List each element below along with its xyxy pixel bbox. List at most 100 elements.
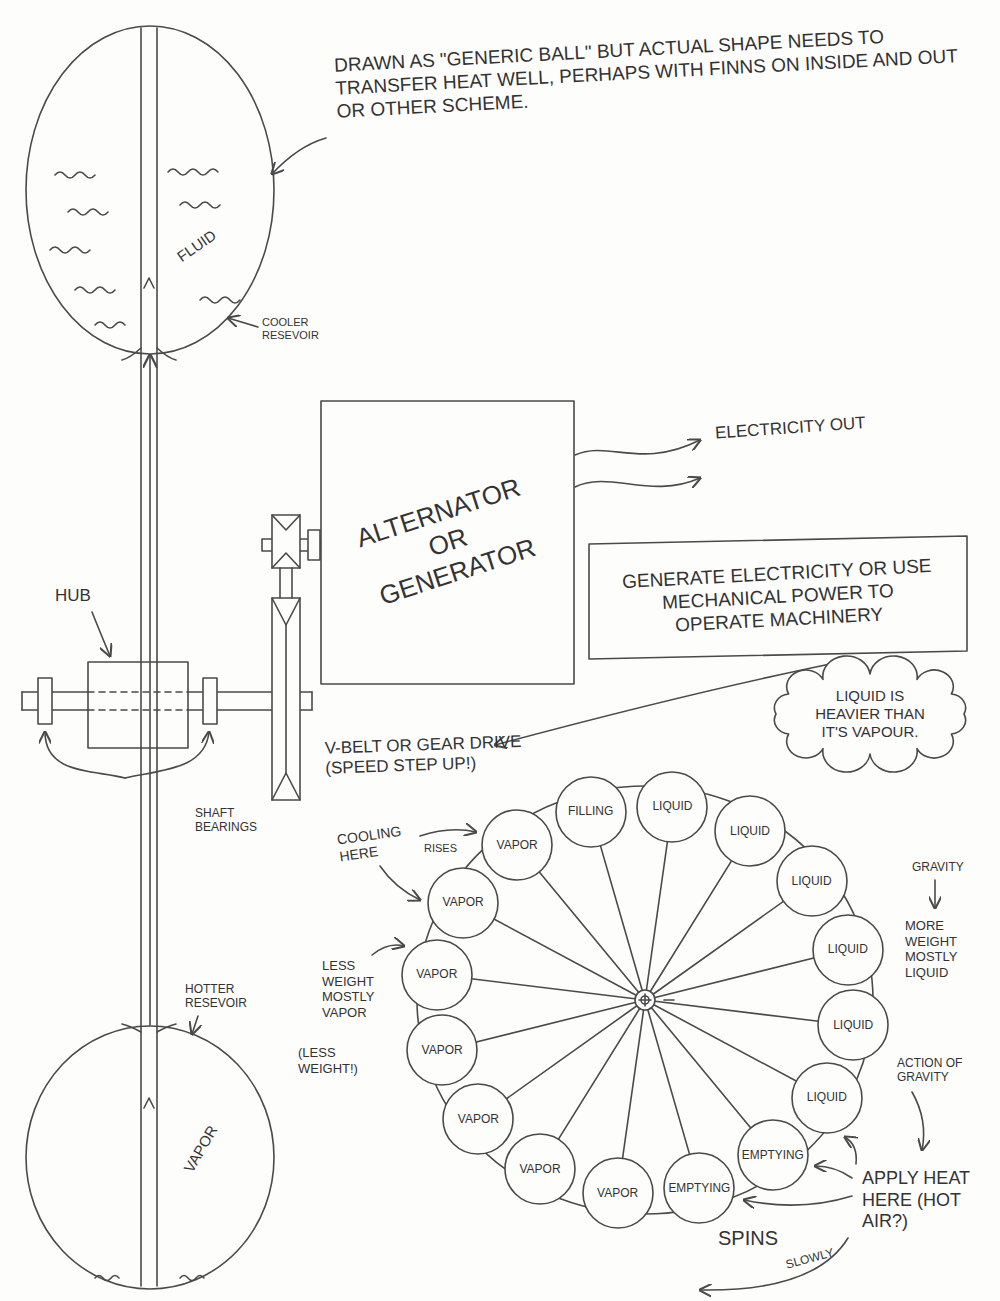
- liquid-waves: [168, 169, 218, 175]
- sketch-illustration: [22, 28, 935, 1290]
- node-text: VAPOR: [422, 1043, 463, 1057]
- wheel-chamber-outline: [738, 1120, 808, 1190]
- annotation: LESS WEIGHT MOSTLY VAPOR: [322, 958, 394, 1020]
- shaft: [203, 678, 217, 724]
- wheel-chamber: LIQUID: [776, 845, 848, 917]
- leader-arrows: [934, 880, 936, 908]
- shaft: [21, 692, 23, 710]
- annotation: HOTTER RESEVOIR: [185, 982, 285, 1011]
- wheel-chamber: VAPOR: [401, 939, 473, 1011]
- annotation: MORE WEIGHT MOSTLY LIQUID: [905, 918, 983, 980]
- node-text: LIQUID IS HEAVIER THAN IT'S VAPOUR.: [804, 687, 936, 741]
- wheel-chamber: EMPTYING: [737, 1119, 809, 1191]
- wheel-chamber: LIQUID: [636, 771, 708, 843]
- annotation: SHAFT BEARINGS: [195, 806, 290, 835]
- node-text: VAPOR: [443, 895, 484, 909]
- leader-arrows: [575, 440, 700, 455]
- generator-box: ALTERNATOR OR GENERATOR: [320, 400, 575, 685]
- leader-arrows: [845, 1137, 856, 1164]
- wheel-chamber-outline: [715, 796, 785, 866]
- liquid-waves: [55, 172, 95, 178]
- pulley-belt: [272, 515, 300, 568]
- annotation: V-BELT OR GEAR DRIVE (SPEED STEP UP!): [324, 731, 540, 779]
- flow-connector: [149, 355, 151, 1025]
- pulley-belt: [272, 515, 300, 568]
- annotation: ACTION OF GRAVITY: [897, 1056, 979, 1085]
- note-cloud-outline: [774, 656, 965, 772]
- liquid-waves: [95, 322, 125, 328]
- wheel-chamber: VAPOR: [442, 1083, 514, 1155]
- pipe: [144, 278, 154, 288]
- leader-arrows: [372, 945, 404, 955]
- shaft: [311, 692, 313, 710]
- hub: [88, 691, 188, 693]
- wheel-chamber: FILLING: [555, 776, 627, 848]
- pulley-belt: [272, 598, 300, 800]
- node-text: VAPOR: [597, 1186, 638, 1200]
- wheel-chamber: VAPOR: [582, 1157, 654, 1229]
- liquid-waves: [180, 202, 220, 208]
- leader-arrows: [45, 732, 125, 778]
- node-text: VAPOR: [519, 1162, 560, 1176]
- hotter-reservoir-outline: [26, 1026, 274, 1289]
- node-text: VAPOR: [458, 1112, 499, 1126]
- pulley-belt: [285, 625, 287, 773]
- wheel: [664, 999, 674, 1001]
- leader-arrows: [815, 1166, 852, 1178]
- liquid-waves: [75, 287, 115, 293]
- leader-arrows: [380, 866, 420, 900]
- note-cloud: LIQUID IS HEAVIER THAN IT'S VAPOUR.: [770, 668, 970, 760]
- wheel: [417, 786, 873, 1214]
- cooler-reservoir-outline: [25, 25, 275, 355]
- wheel-chamber-outline: [818, 990, 888, 1060]
- pulley-belt: [308, 530, 320, 560]
- leader-arrows: [420, 830, 476, 836]
- hub: [88, 662, 188, 748]
- annotation: (LESS WEIGHT!): [298, 1045, 370, 1076]
- pipe: [144, 1098, 154, 1108]
- leader-arrows: [575, 478, 700, 487]
- node-text: LIQUID: [833, 1018, 873, 1032]
- node-text: VAPOR: [497, 838, 538, 852]
- annotation: COOLER RESEVOIR: [262, 316, 357, 342]
- wheel: [417, 786, 873, 1214]
- pulley-belt: [291, 568, 293, 598]
- wheel-chamber-outline: [813, 915, 883, 985]
- pulley-belt: [279, 568, 281, 598]
- wheel-chamber-outline: [664, 1153, 734, 1223]
- wheel: [644, 994, 646, 1006]
- annotation: APPLY HEAT HERE (HOT AIR?): [862, 1168, 972, 1233]
- annotation: COOLING HERE: [336, 821, 420, 865]
- annotation: RISES: [424, 842, 474, 855]
- leader-arrows: [192, 1016, 198, 1034]
- node-text: EMPTYING: [668, 1181, 730, 1195]
- liquid-waves: [200, 297, 240, 303]
- node-text: FLUID: [174, 226, 220, 266]
- wheel-chamber: VAPOR: [406, 1014, 478, 1086]
- wheel-chamber-outline: [792, 1063, 862, 1133]
- note-box: GENERATE ELECTRICITY OR USE MECHANICAL P…: [588, 535, 968, 660]
- wheel-chamber-outline: [505, 1134, 575, 1204]
- pipe: [140, 28, 142, 1286]
- cooler-reservoir-outline: [26, 26, 274, 354]
- node-text: LIQUID: [828, 942, 868, 956]
- wheel-chamber: LIQUID: [714, 795, 786, 867]
- leader-arrows: [912, 1092, 924, 1150]
- hub: [88, 709, 188, 711]
- hotter-reservoir: VAPOR: [25, 1025, 275, 1290]
- node-text: FILLING: [568, 804, 613, 818]
- shaft: [22, 691, 88, 693]
- hub: [156, 662, 158, 748]
- leader-arrows: [228, 318, 258, 327]
- generator-box-outline: [321, 401, 574, 684]
- leader-arrows: [125, 732, 209, 778]
- liquid-waves: [50, 247, 90, 253]
- wheel-chamber-outline: [583, 1158, 653, 1228]
- wheel-chamber-outline: [428, 868, 498, 938]
- leader-arrows: [744, 1196, 852, 1205]
- liquid-waves: [50, 169, 240, 1281]
- node-text: LIQUID: [807, 1090, 847, 1104]
- node-text: VAPOR: [416, 967, 457, 981]
- pulley-belt: [272, 598, 300, 800]
